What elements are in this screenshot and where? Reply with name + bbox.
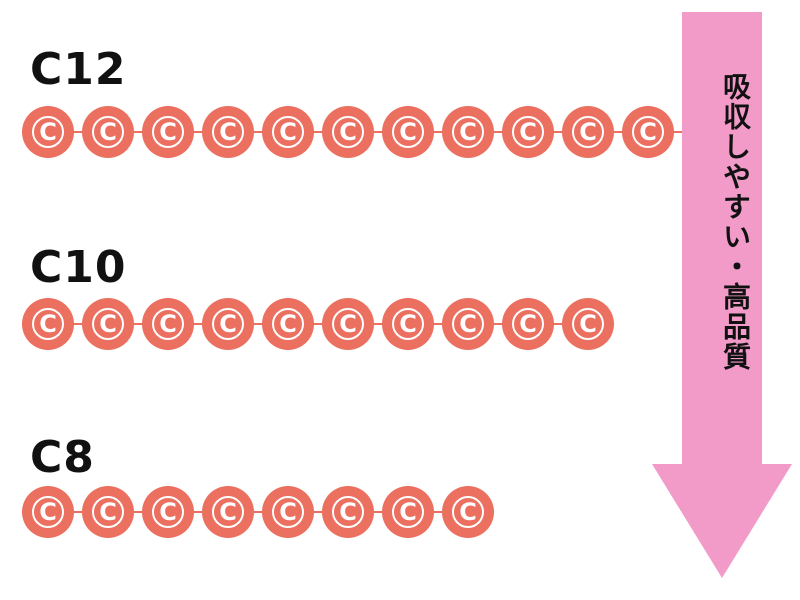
carbon-atom: C bbox=[322, 486, 374, 538]
atom-ring bbox=[92, 308, 124, 340]
atom-letter: C bbox=[339, 498, 357, 526]
atom-ring bbox=[512, 116, 544, 148]
atom-ring bbox=[452, 496, 484, 528]
atom-letter: C bbox=[219, 498, 237, 526]
atom-letter: C bbox=[99, 310, 117, 338]
bond-line bbox=[48, 511, 468, 513]
chain-label-c8: C8 bbox=[30, 432, 95, 483]
carbon-atom: C bbox=[382, 486, 434, 538]
carbon-atom: C bbox=[502, 106, 554, 158]
atom-letter: C bbox=[279, 498, 297, 526]
carbon-atom: C bbox=[142, 298, 194, 350]
atom-ring bbox=[272, 308, 304, 340]
atom-ring bbox=[512, 308, 544, 340]
carbon-atom: C bbox=[262, 486, 314, 538]
atom-ring bbox=[32, 496, 64, 528]
atom-letter: C bbox=[99, 118, 117, 146]
atom-letter: C bbox=[99, 498, 117, 526]
atom-ring bbox=[332, 116, 364, 148]
chain-label-c12: C12 bbox=[30, 44, 127, 95]
atom-ring bbox=[212, 496, 244, 528]
carbon-atom: C bbox=[202, 486, 254, 538]
carbon-atom: C bbox=[622, 106, 674, 158]
atom-letter: C bbox=[159, 310, 177, 338]
atom-ring bbox=[572, 116, 604, 148]
carbon-atom: C bbox=[82, 106, 134, 158]
atom-ring bbox=[152, 496, 184, 528]
atom-letter: C bbox=[579, 118, 597, 146]
carbon-atom: C bbox=[82, 486, 134, 538]
atom-letter: C bbox=[399, 310, 417, 338]
carbon-atom: C bbox=[82, 298, 134, 350]
atom-ring bbox=[212, 116, 244, 148]
bond-line bbox=[48, 323, 588, 325]
atom-ring bbox=[632, 116, 664, 148]
chain-label-c10: C10 bbox=[30, 242, 127, 293]
atom-letter: C bbox=[459, 498, 477, 526]
atom-ring bbox=[332, 308, 364, 340]
atom-letter: C bbox=[339, 118, 357, 146]
atom-ring bbox=[152, 308, 184, 340]
atom-letter: C bbox=[279, 310, 297, 338]
atom-letter: C bbox=[219, 118, 237, 146]
atom-letter: C bbox=[639, 118, 657, 146]
down-arrow-icon bbox=[652, 12, 792, 578]
carbon-atom: C bbox=[442, 106, 494, 158]
atom-ring bbox=[392, 496, 424, 528]
carbon-atom: C bbox=[22, 106, 74, 158]
atom-letter: C bbox=[459, 310, 477, 338]
carbon-atom: C bbox=[442, 486, 494, 538]
atom-letter: C bbox=[279, 118, 297, 146]
atom-letter: C bbox=[399, 118, 417, 146]
carbon-atom: C bbox=[442, 298, 494, 350]
bond-line bbox=[48, 131, 708, 133]
atom-ring bbox=[212, 308, 244, 340]
carbon-atom: C bbox=[262, 298, 314, 350]
atom-letter: C bbox=[159, 498, 177, 526]
atom-letter: C bbox=[519, 118, 537, 146]
atom-ring bbox=[32, 116, 64, 148]
carbon-atom: C bbox=[262, 106, 314, 158]
arrow-caption: 吸収しやすい・高品質 bbox=[719, 72, 752, 372]
atom-letter: C bbox=[39, 118, 57, 146]
carbon-atom: C bbox=[142, 486, 194, 538]
atom-letter: C bbox=[39, 498, 57, 526]
carbon-atom: C bbox=[142, 106, 194, 158]
carbon-atom: C bbox=[22, 298, 74, 350]
carbon-atom: C bbox=[22, 486, 74, 538]
carbon-atom: C bbox=[202, 298, 254, 350]
atom-ring bbox=[152, 116, 184, 148]
carbon-atom: C bbox=[502, 298, 554, 350]
atom-letter: C bbox=[399, 498, 417, 526]
carbon-atom: C bbox=[382, 106, 434, 158]
atom-letter: C bbox=[339, 310, 357, 338]
atom-ring bbox=[272, 496, 304, 528]
atom-ring bbox=[92, 116, 124, 148]
carbon-atom: C bbox=[562, 106, 614, 158]
atom-ring bbox=[92, 496, 124, 528]
atom-ring bbox=[392, 308, 424, 340]
carbon-atom: C bbox=[382, 298, 434, 350]
atom-ring bbox=[392, 116, 424, 148]
atom-letter: C bbox=[219, 310, 237, 338]
atom-ring bbox=[452, 116, 484, 148]
atom-letter: C bbox=[39, 310, 57, 338]
atom-ring bbox=[452, 308, 484, 340]
carbon-atom: C bbox=[322, 298, 374, 350]
atom-ring bbox=[272, 116, 304, 148]
atom-letter: C bbox=[579, 310, 597, 338]
atom-letter: C bbox=[159, 118, 177, 146]
carbon-atom: C bbox=[562, 298, 614, 350]
atom-ring bbox=[572, 308, 604, 340]
atom-letter: C bbox=[459, 118, 477, 146]
atom-ring bbox=[332, 496, 364, 528]
atom-letter: C bbox=[519, 310, 537, 338]
atom-ring bbox=[32, 308, 64, 340]
carbon-atom: C bbox=[202, 106, 254, 158]
carbon-atom: C bbox=[322, 106, 374, 158]
